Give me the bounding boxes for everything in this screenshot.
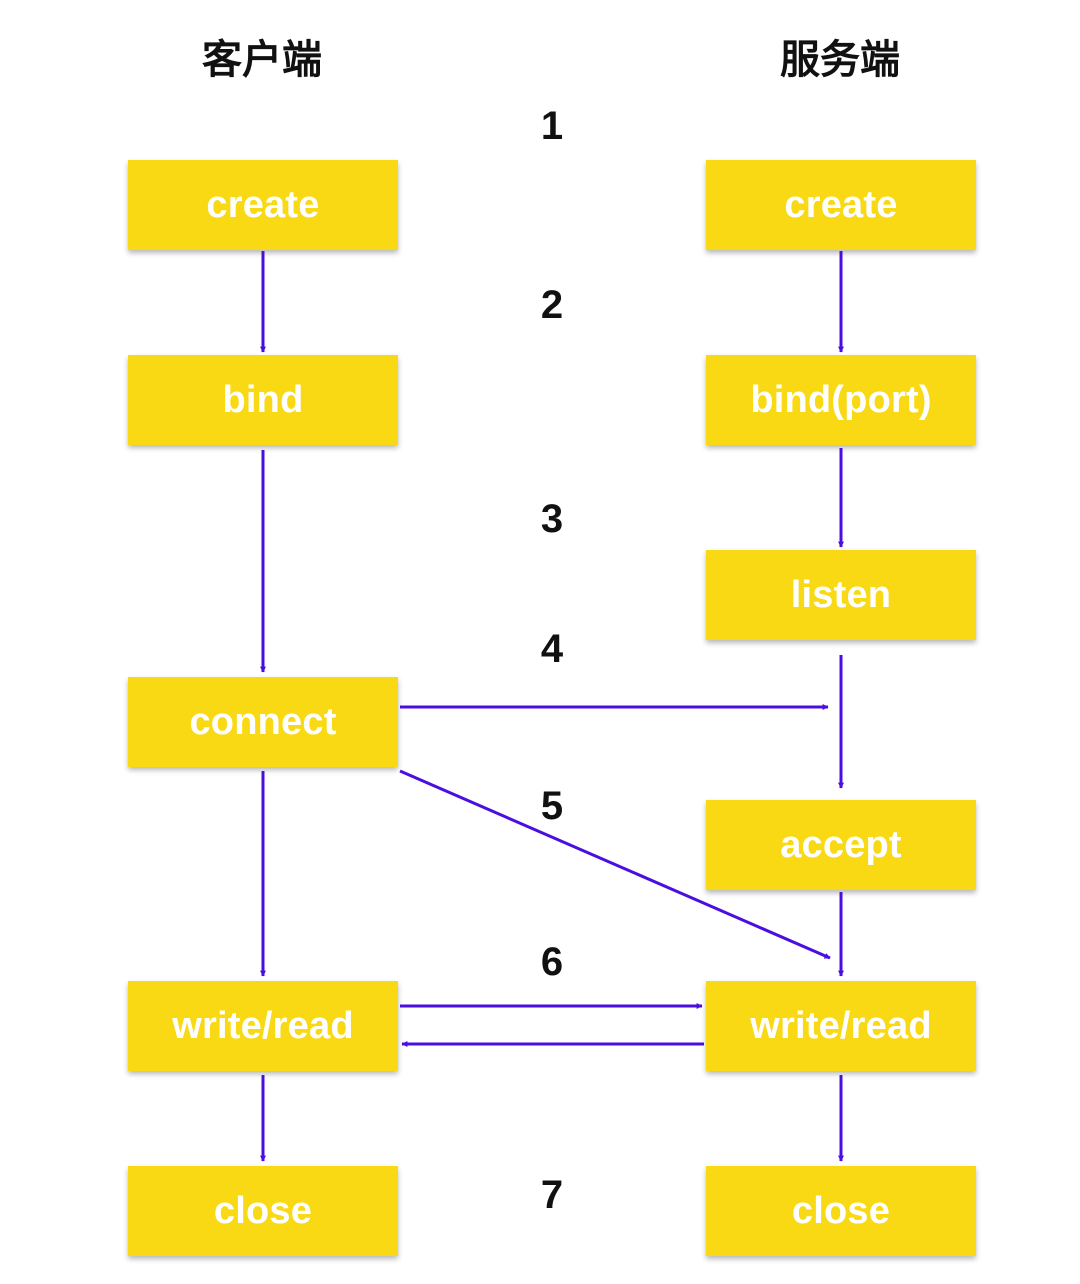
step-number-2: 2	[540, 283, 564, 327]
server-bind-node: bind(port)	[706, 355, 976, 445]
client-connect-label: connect	[189, 700, 337, 743]
server-create-node: create	[706, 160, 976, 250]
step-number-6: 6	[540, 940, 564, 984]
client-create-label: create	[206, 183, 320, 226]
step-number-1: 1	[540, 104, 564, 148]
server-heading: 服务端	[780, 37, 900, 83]
step-number-5: 5	[540, 784, 564, 828]
server-listen-node: listen	[706, 550, 976, 640]
step-number-7: 7	[540, 1173, 564, 1217]
server-accept-node: accept	[706, 800, 976, 890]
server-listen-label: listen	[790, 573, 892, 616]
server-accept-label: accept	[780, 823, 902, 866]
server-write-read-label: write/read	[750, 1004, 932, 1047]
client-close-label: close	[213, 1189, 313, 1232]
server-create-label: create	[784, 183, 898, 226]
client-create-node: create	[128, 160, 398, 250]
client-connect-node: connect	[128, 677, 398, 767]
client-bind-node: bind	[128, 355, 398, 445]
client-close-node: close	[128, 1166, 398, 1256]
step-number-3: 3	[540, 497, 564, 541]
client-bind-label: bind	[222, 378, 304, 421]
server-close-node: close	[706, 1166, 976, 1256]
client-write-read-node: write/read	[128, 981, 398, 1071]
client-heading: 客户端	[202, 37, 322, 83]
step-number-4: 4	[540, 627, 564, 671]
client-write-read-label: write/read	[172, 1004, 354, 1047]
server-close-label: close	[791, 1189, 891, 1232]
server-write-read-node: write/read	[706, 981, 976, 1071]
server-bind-label: bind(port)	[750, 378, 932, 421]
